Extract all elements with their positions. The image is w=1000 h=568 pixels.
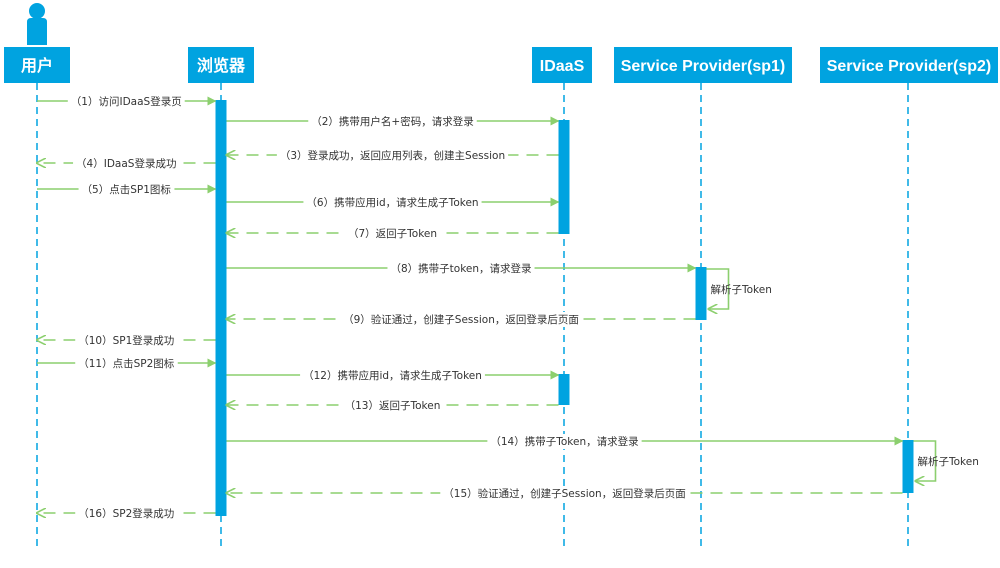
message-9: 解析子Token [706,268,772,309]
participant-user-label: 用户 [21,56,53,75]
message-label-background [344,227,441,241]
participant-sp2-header [820,47,998,83]
activation-bar-browser [215,100,227,516]
message-label-background [75,357,178,371]
message-label: （7）返回子Token [348,228,437,240]
message-label: （14）携带子Token，请求登录 [490,435,638,448]
message-label-background [303,195,482,210]
participant-idaas-header [532,47,592,83]
message-2: （2）携带用户名+密码，请求登录 [226,114,560,129]
message-label: （16）SP2登录成功 [78,507,174,520]
message-label: （13）返回子Token [345,400,441,412]
message-label: （9）验证通过，创建子Session，返回登录后页面 [343,313,579,326]
message-label: （2）携带用户名+密码，请求登录 [311,115,473,128]
participant-sp1-header [614,47,792,83]
message-label-background [276,148,509,163]
message-label: （4）IDaaS登录成功 [76,157,176,170]
message-label: （12）携带应用id，请求生成子Token [303,369,482,382]
message-label-background [387,261,535,276]
message-15: （14）携带子Token，请求登录 [226,434,904,449]
message-16: 解析子Token [913,440,979,481]
message-label-background [440,486,689,501]
message-13: （12）携带应用id，请求生成子Token [226,368,560,383]
message-17: （15）验证通过，创建子Session，返回登录后页面 [227,486,903,501]
message-18: （16）SP2登录成功 [37,506,216,521]
participant-browser-label: 浏览器 [197,56,246,75]
message-label-background [75,506,178,521]
message-label: （3）登录成功，返回应用列表，创建主Session [280,149,505,162]
message-label: （1）访问IDaaS登录页 [71,95,182,108]
message-label-background [73,156,180,171]
message-6: （6）携带应用id，请求生成子Token [226,195,560,210]
self-call-arrow [706,268,730,309]
message-4: （4）IDaaS登录成功 [37,156,216,171]
message-label-background [308,114,477,129]
activation-bar-sp1 [695,267,707,320]
activation-bar-idaas [558,374,570,405]
participant-sp1-label: Service Provider(sp1) [621,58,786,75]
participant-user-header [4,47,70,83]
activation-bar-idaas [558,120,570,234]
message-label-background [341,399,444,413]
message-label: （10）SP1登录成功 [78,334,174,347]
self-call-arrow [913,440,937,481]
message-label: （11）点击SP2图标 [78,358,175,370]
message-3: （3）登录成功，返回应用列表，创建主Session [227,148,559,163]
message-label-background [67,94,185,109]
message-label: （8）携带子token，请求登录 [390,262,531,275]
participant-sp2-label: Service Provider(sp2) [827,58,992,75]
message-10: （9）验证通过，创建子Session，返回登录后页面 [227,312,696,327]
participant-idaas-label: IDaaS [540,58,585,75]
message-label-background [78,183,175,197]
message-12: （11）点击SP2图标 [37,357,217,371]
message-label: （5）点击SP1图标 [82,184,172,196]
message-7: （7）返回子Token [227,227,559,241]
self-call-label: 解析子Token [711,283,772,296]
message-label-background [300,368,485,383]
message-1: （1）访问IDaaS登录页 [37,94,217,109]
message-5: （5）点击SP1图标 [37,183,217,197]
message-8: （8）携带子token，请求登录 [226,261,697,276]
message-label-background [487,434,642,449]
activation-bar-sp2 [902,440,914,493]
person-icon [27,3,47,45]
message-label-background [75,333,178,348]
message-14: （13）返回子Token [227,399,559,413]
message-label-background [340,312,582,327]
participant-browser-header [188,47,254,83]
message-11: （10）SP1登录成功 [37,333,216,348]
message-label: （15）验证通过，创建子Session，返回登录后页面 [443,487,685,500]
message-label: （6）携带应用id，请求生成子Token [306,196,478,209]
self-call-label: 解析子Token [918,455,979,468]
